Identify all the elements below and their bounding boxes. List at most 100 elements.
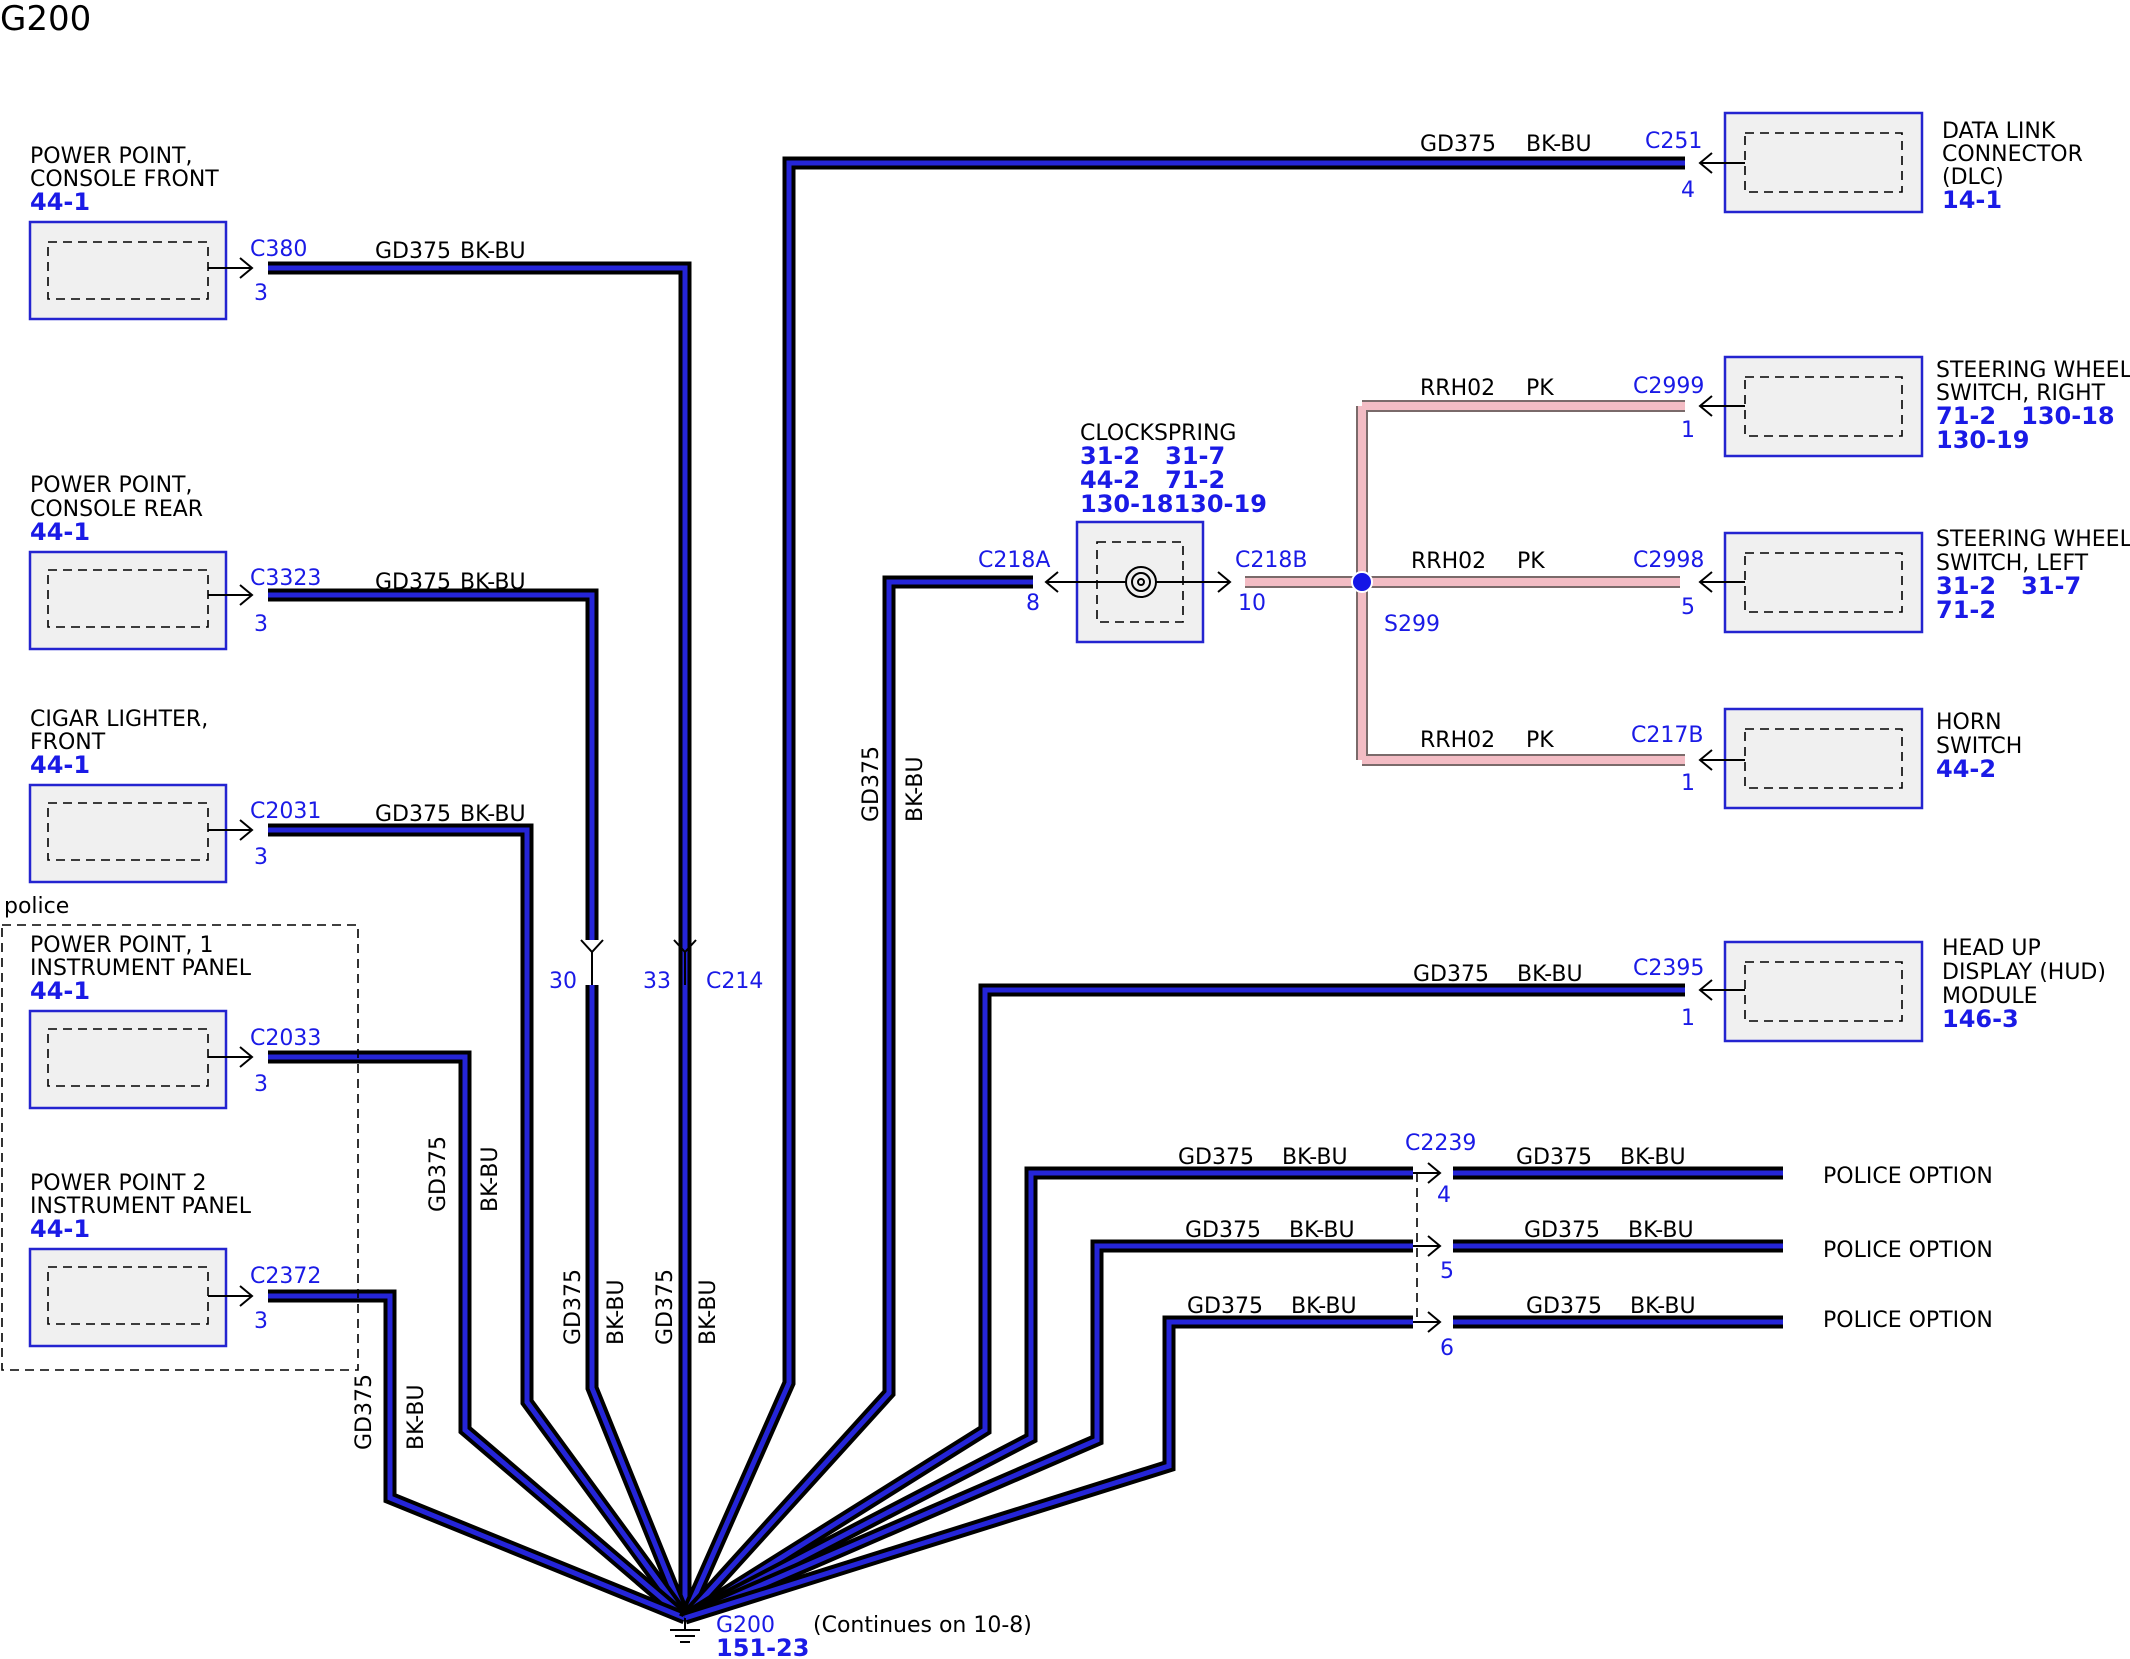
component-box xyxy=(1723,940,1924,1043)
page-ref-link[interactable]: 44-1 xyxy=(30,188,90,216)
wire-circuit-label: GD375 xyxy=(859,746,884,822)
component-box xyxy=(1723,531,1924,634)
ground-wires xyxy=(268,156,1783,1625)
pin-number: 4 xyxy=(1681,178,1695,203)
wire-color-label: BK-BU xyxy=(460,570,526,595)
connector-id: C2998 xyxy=(1633,548,1704,573)
wire-circuit-label: GD375 xyxy=(1516,1145,1592,1170)
pin-number: 3 xyxy=(254,612,268,637)
ground-ref-link[interactable]: 151-23 xyxy=(716,1634,809,1659)
connector-id: C217B xyxy=(1631,723,1703,748)
page-ref-link[interactable]: 31-2 31-7 xyxy=(1080,442,1225,470)
wire-circuit-label: GD375 xyxy=(375,239,451,264)
wire-color-label: BK-BU xyxy=(1517,962,1583,987)
pin-number: 3 xyxy=(254,845,268,870)
wire-color-label: BK-BU xyxy=(1620,1145,1686,1170)
component-name-line: SWITCH, LEFT xyxy=(1936,551,2089,576)
component-name-line2: INSTRUMENT PANEL xyxy=(30,1194,252,1219)
page-ref-link[interactable]: 44-1 xyxy=(30,751,90,779)
c214-connector-id: C214 xyxy=(706,969,763,994)
wire-color-label: BK-BU xyxy=(478,1146,503,1212)
wire-color-label: PK xyxy=(1526,376,1554,401)
component-name-line1: POWER POINT, 1 xyxy=(30,933,213,958)
wire-color-label: BK-BU xyxy=(460,239,526,264)
pin-number: 3 xyxy=(254,281,268,306)
component-name-line: CLOCKSPRING xyxy=(1080,421,1236,446)
page-ref-link[interactable]: 44-1 xyxy=(30,1215,90,1243)
page-title: G200 xyxy=(0,0,91,39)
connector-id: C2239 xyxy=(1405,1131,1476,1156)
connector-id: C2999 xyxy=(1633,374,1704,399)
component-clockspring: CLOCKSPRING 31-2 31-7 44-2 71-2 130-1813… xyxy=(978,421,1307,644)
page-ref-link[interactable]: 44-2 xyxy=(1936,755,1996,783)
police-label: police xyxy=(4,894,69,919)
component-power-point-console-rear: POWER POINT, CONSOLE REAR 44-1 C3323 3 G… xyxy=(28,473,526,651)
pin-number: 5 xyxy=(1440,1259,1454,1284)
wire-circuit-label: GD375 xyxy=(375,570,451,595)
component-data-link-connector: C251 4 GD375 BK-BU DATA LINK CONNECTOR (… xyxy=(1420,111,2083,214)
ground-id: G200 xyxy=(716,1613,775,1638)
pin-number: 3 xyxy=(254,1309,268,1334)
component-box xyxy=(28,220,228,321)
vertical-wire-labels: GD375 BK-BU GD375 BK-BU GD375 BK-BU GD37… xyxy=(352,746,928,1450)
component-box xyxy=(28,550,228,651)
page-ref-link[interactable]: 130-18130-19 xyxy=(1080,490,1267,518)
component-name-line: (DLC) xyxy=(1942,165,2004,190)
component-name-line: STEERING WHEEL xyxy=(1936,358,2130,383)
page-ref-link[interactable]: 71-2 xyxy=(1936,596,1996,624)
police-option-connector: C2239 4 5 6 GD375 BK-BU GD375 BK-BU GD37… xyxy=(1178,1131,1993,1361)
wire-circuit-label: GD375 xyxy=(375,802,451,827)
page-ref-link[interactable]: 14-1 xyxy=(1942,186,2002,214)
component-name-line: SWITCH, RIGHT xyxy=(1936,381,2106,406)
component-name-line1: POWER POINT, xyxy=(30,473,192,498)
component-name-line2: FRONT xyxy=(30,730,106,755)
pin-number: 5 xyxy=(1681,595,1695,620)
component-power-point-1-instrument-panel: POWER POINT, 1 INSTRUMENT PANEL 44-1 C20… xyxy=(28,933,321,1110)
page-ref-link[interactable]: 31-2 31-7 xyxy=(1936,572,2081,600)
wire-color-label: BK-BU xyxy=(1526,132,1592,157)
connector-id: C2033 xyxy=(250,1026,321,1051)
page-ref-link[interactable]: 44-1 xyxy=(30,518,90,546)
pin-number: 1 xyxy=(1681,771,1695,796)
wire-color-label: BK-BU xyxy=(903,756,928,822)
component-horn-switch: C217B 1 RRH02 PK HORN SWITCH 44-2 xyxy=(1420,707,2022,810)
connector-id: C2372 xyxy=(250,1264,321,1289)
c214-pin-a: 30 xyxy=(549,969,577,994)
wire-circuit-label: GD375 xyxy=(1178,1145,1254,1170)
wire-color-label: BK-BU xyxy=(696,1279,721,1345)
wire-circuit-label: GD375 xyxy=(1187,1294,1263,1319)
wire-circuit-label: RRH02 xyxy=(1411,549,1486,574)
connector-id: C3323 xyxy=(250,566,321,591)
component-steering-wheel-switch-left: C2998 5 RRH02 PK STEERING WHEEL SWITCH, … xyxy=(1411,527,2130,634)
ground-symbol xyxy=(670,1618,700,1643)
police-option-label: POLICE OPTION xyxy=(1823,1164,1993,1189)
wire-circuit-label: GD375 xyxy=(1413,962,1489,987)
pink-wires xyxy=(1245,400,1685,766)
police-region xyxy=(1,924,359,1371)
c214-connector xyxy=(580,939,697,985)
page-ref-link[interactable]: 44-1 xyxy=(30,977,90,1005)
component-head-up-display-module: C2395 1 GD375 BK-BU HEAD UP DISPLAY (HUD… xyxy=(1413,936,2106,1043)
page-ref-link[interactable]: 130-19 xyxy=(1936,426,2029,454)
wire-color-label: BK-BU xyxy=(1282,1145,1348,1170)
pin-number: 1 xyxy=(1681,418,1695,443)
component-name-line1: CIGAR LIGHTER, xyxy=(30,707,208,732)
component-box xyxy=(1723,707,1924,810)
wire-circuit-label: GD375 xyxy=(1420,132,1496,157)
wire-color-label: BK-BU xyxy=(1291,1294,1357,1319)
page-ref-link[interactable]: 44-2 71-2 xyxy=(1080,466,1225,494)
component-name-line: DATA LINK xyxy=(1942,119,2056,144)
wire-circuit-label: GD375 xyxy=(561,1269,586,1345)
wire-color-label: BK-BU xyxy=(1289,1218,1355,1243)
page-ref-link[interactable]: 71-2 130-18 xyxy=(1936,402,2115,430)
component-name-line: HORN xyxy=(1936,710,2002,735)
component-box xyxy=(1723,355,1924,458)
pin-number: 3 xyxy=(254,1072,268,1097)
pin-number: 1 xyxy=(1681,1006,1695,1031)
wire-circuit-label: GD375 xyxy=(653,1269,678,1345)
splice-dot xyxy=(1351,571,1373,593)
wire-color-label: BK-BU xyxy=(404,1384,429,1450)
component-name-line: HEAD UP xyxy=(1942,936,2041,961)
page-ref-link[interactable]: 146-3 xyxy=(1942,1005,2019,1033)
